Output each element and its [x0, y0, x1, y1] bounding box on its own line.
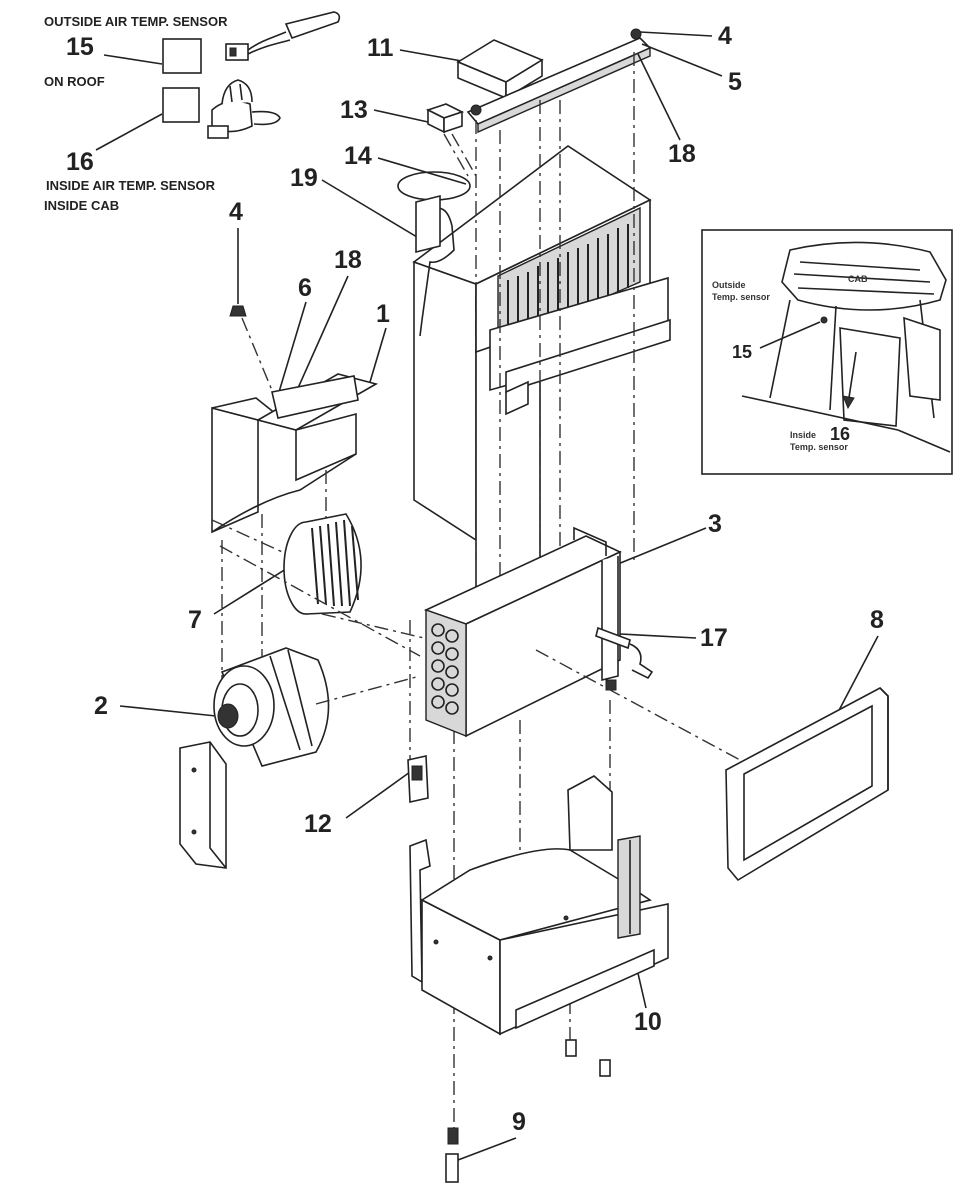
callout-18-top: 18	[668, 140, 696, 168]
callout-18-left: 18	[334, 246, 362, 274]
control-box-part-11	[456, 39, 544, 100]
callout-4-top: 4	[718, 22, 732, 50]
inset-outside-label-2: Temp. sensor	[712, 292, 770, 302]
box-15-icon	[162, 38, 202, 74]
callout-13: 13	[340, 96, 368, 124]
callout-15: 15	[66, 33, 94, 61]
inset-cab-label: CAB	[848, 274, 868, 284]
drain-fitting-right	[599, 1059, 611, 1077]
drain-fitting-left	[565, 1039, 577, 1057]
mounting-rail	[466, 28, 652, 134]
relay-part-13	[425, 103, 465, 134]
inset-inside-label-1: Inside	[790, 430, 816, 440]
caption-inside-sensor: INSIDE AIR TEMP. SENSOR	[46, 178, 216, 193]
box-16-icon	[162, 87, 200, 123]
cover-plate	[179, 741, 227, 869]
callout-10: 10	[634, 1008, 662, 1036]
inset-inside-label-2: Temp. sensor	[790, 442, 848, 452]
heater-core-part-3	[423, 526, 622, 738]
callout-6: 6	[298, 274, 312, 302]
caption-on-roof: ON ROOF	[44, 74, 105, 89]
outside-temp-sensor-icon	[225, 11, 341, 61]
clip-part-12	[407, 755, 429, 803]
callout-8: 8	[870, 606, 884, 634]
callout-11: 11	[367, 34, 394, 62]
callout-9: 9	[512, 1108, 526, 1136]
inset-outside-label-1: Outside	[712, 280, 746, 290]
drain-pan-part-10	[409, 775, 669, 1036]
callout-14: 14	[344, 142, 372, 170]
filter-part-8	[725, 687, 889, 882]
inset-callout-16: 16	[830, 424, 850, 444]
callout-16: 16	[66, 148, 94, 176]
drain-hose-part-9	[445, 1127, 459, 1183]
callout-12: 12	[304, 810, 332, 838]
callout-2: 2	[94, 692, 108, 720]
caption-outside-sensor: OUTSIDE AIR TEMP. SENSOR	[44, 14, 228, 29]
blower-housing-part-1	[211, 373, 379, 534]
callout-17: 17	[700, 624, 728, 652]
callout-4-left: 4	[229, 198, 243, 226]
callout-3: 3	[708, 510, 722, 538]
callout-7: 7	[188, 606, 202, 634]
inset-callout-15: 15	[732, 342, 752, 362]
blower-motor-part-2	[213, 647, 330, 767]
cab-inset	[701, 229, 953, 475]
callout-5: 5	[728, 68, 742, 96]
callout-1: 1	[376, 300, 390, 328]
inside-temp-sensor-icon	[207, 79, 281, 139]
caption-inside-cab: INSIDE CAB	[44, 198, 119, 213]
thermo-sensor-part-17	[595, 626, 654, 680]
callout-19: 19	[290, 164, 318, 192]
evaporator-housing	[412, 145, 671, 602]
blower-wheel-part-7	[283, 513, 362, 615]
